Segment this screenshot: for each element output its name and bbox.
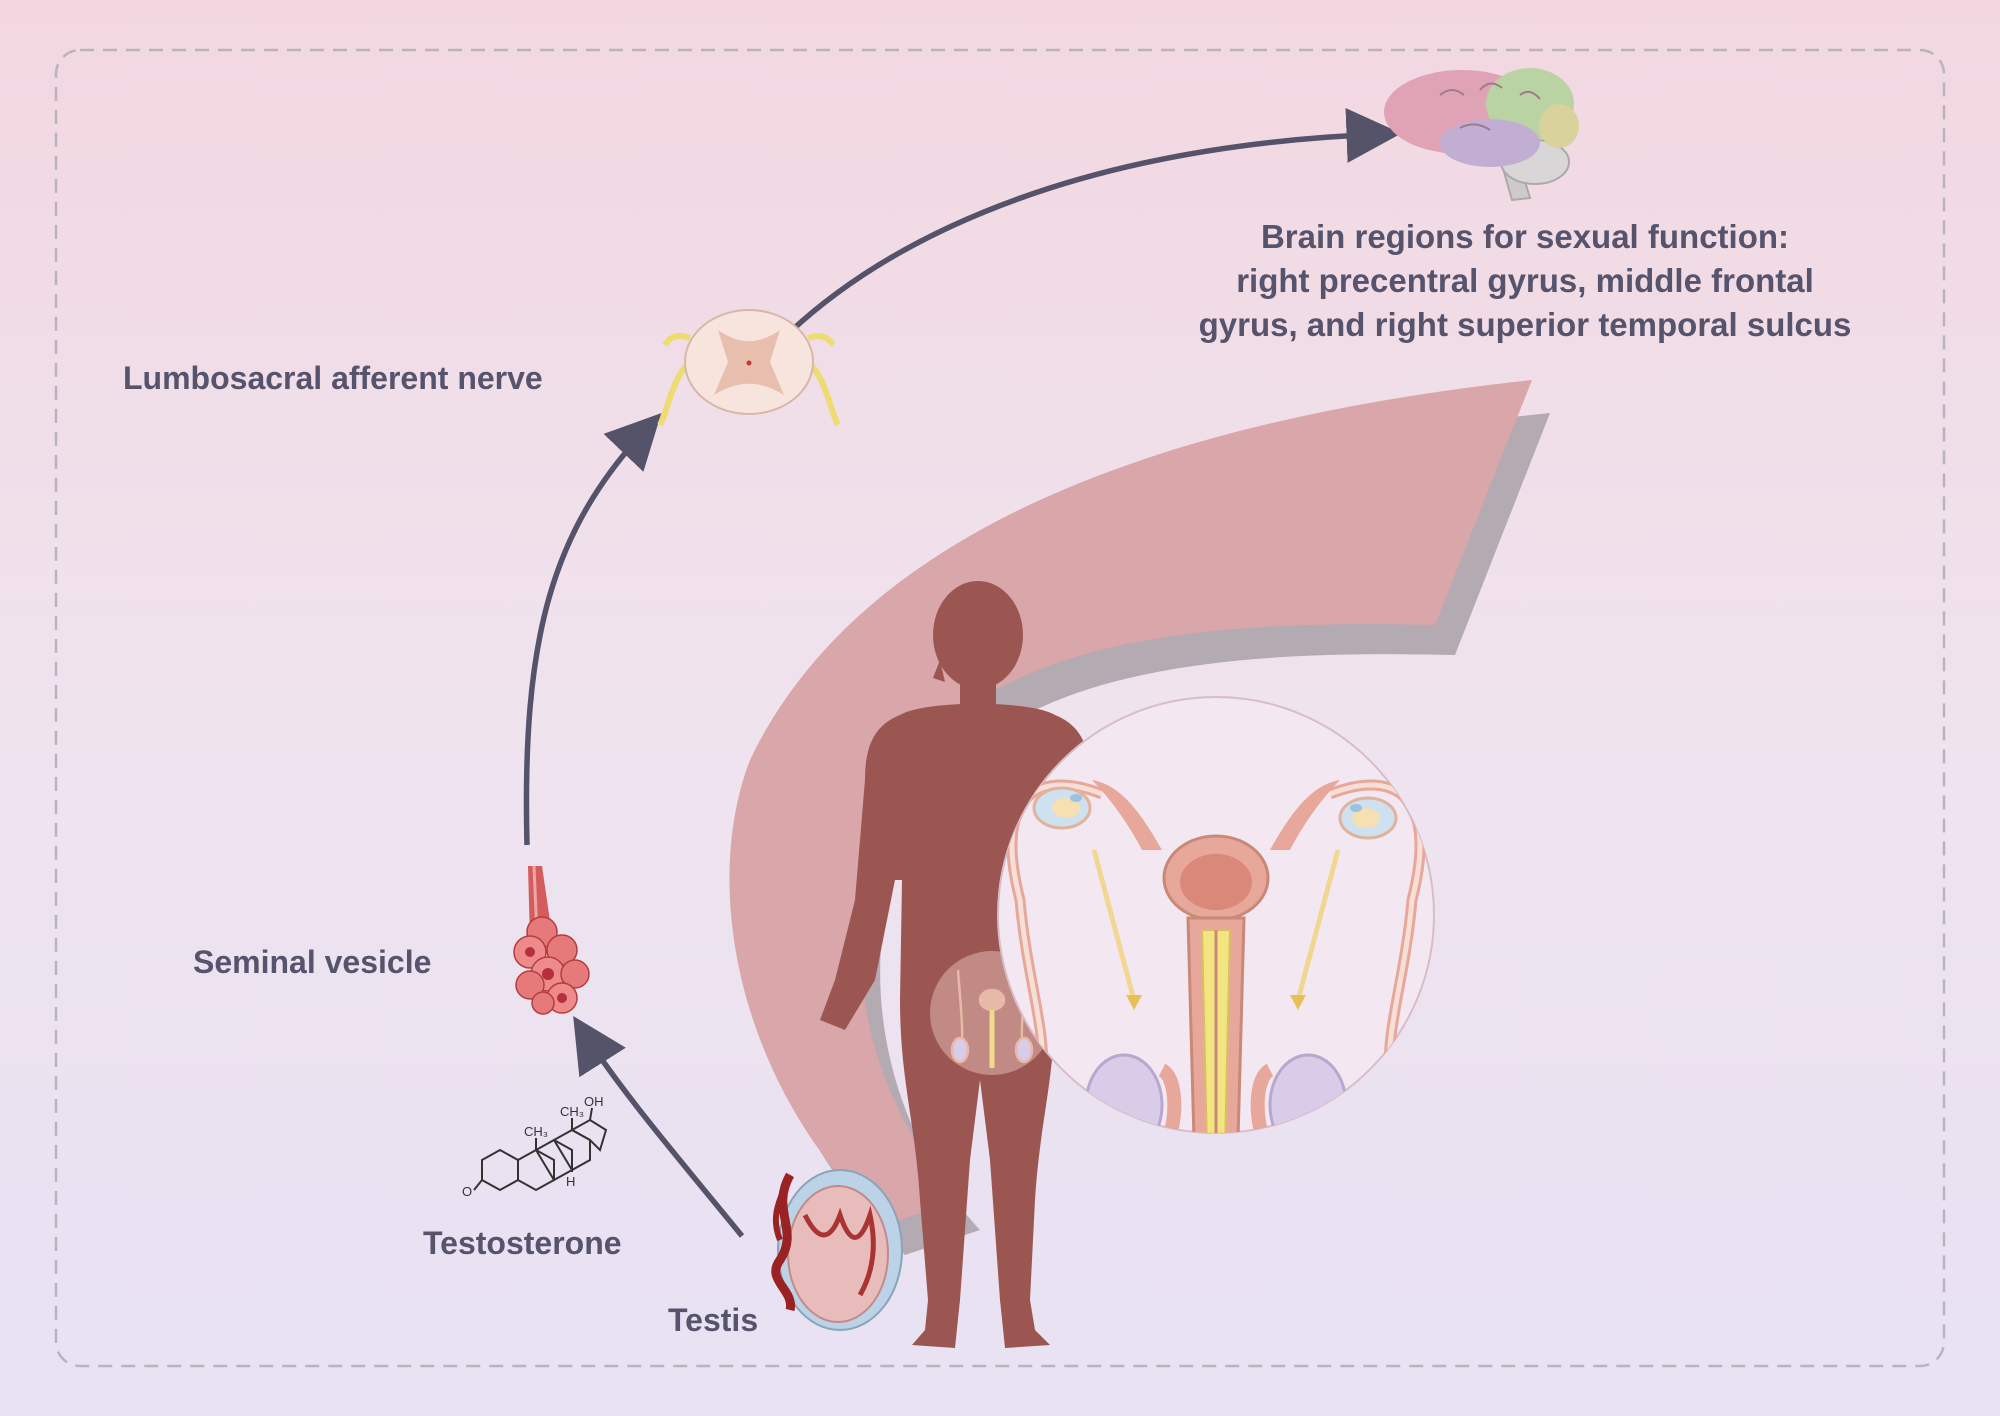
testis-label: Testis — [668, 1302, 759, 1338]
chem-o-label: O — [462, 1184, 472, 1199]
testis-icon — [771, 1169, 903, 1331]
arrow-testis-to-vesicle — [573, 1016, 745, 1238]
chem-h-label: H — [566, 1174, 575, 1189]
brain-icon — [1384, 68, 1579, 202]
chem-ch3-b-label: CH₃ — [560, 1104, 584, 1119]
brain-regions-label: Brain regions for sexual function: right… — [1120, 215, 1930, 347]
brain-regions-line3: gyrus, and right superior temporal sulcu… — [1198, 306, 1852, 343]
lumbosacral-nerve-label: Lumbosacral afferent nerve — [123, 360, 543, 396]
arrow-vesicle-to-spinal-cord — [523, 413, 662, 846]
seminal-vesicle-icon — [513, 865, 590, 1015]
brain-regions-line2: right precentral gyrus, middle frontal — [1236, 262, 1814, 299]
brain-regions-title: Brain regions for sexual function: — [1260, 218, 1790, 255]
seminal-vesicle-label: Seminal vesicle — [193, 944, 432, 980]
chem-ch3-a-label: CH₃ — [524, 1124, 548, 1139]
spinal-cord-icon — [657, 309, 841, 427]
chem-oh-label: OH — [584, 1094, 604, 1109]
dashed-frame — [54, 48, 1946, 1368]
testosterone-label: Testosterone — [423, 1225, 622, 1261]
arrow-spinal-cord-to-brain — [788, 107, 1402, 335]
testosterone-molecule-icon: O CH₃ CH₃ OH H — [462, 1094, 608, 1199]
